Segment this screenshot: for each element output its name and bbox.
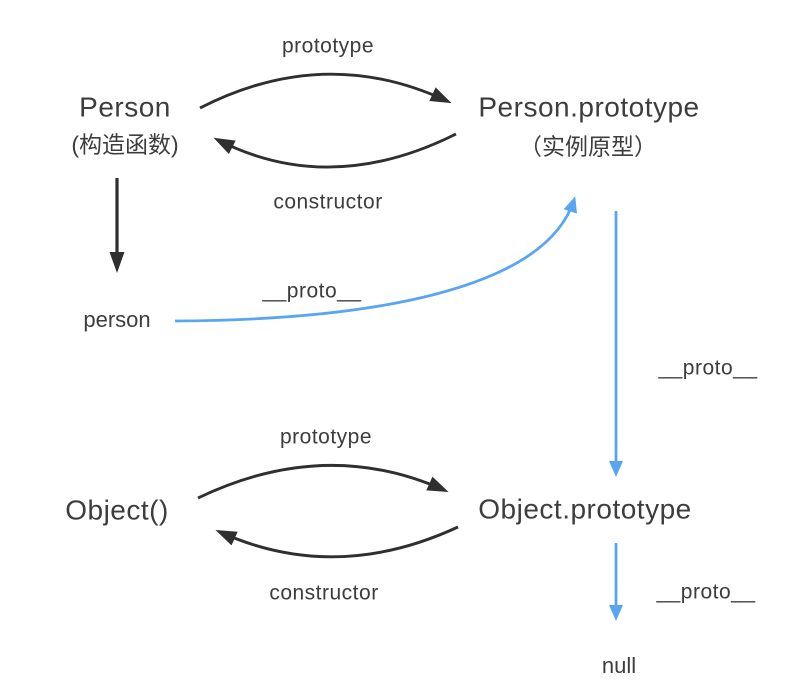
edge-label-object-constructor: constructor: [269, 581, 379, 605]
prototype-arrow-object: [197, 463, 449, 500]
constructor-arrow-object: [215, 525, 459, 559]
node-person-instance: person: [83, 306, 151, 332]
edge-label-personproto-proto: __proto__: [658, 356, 758, 380]
node-object-constructor: Object(): [65, 494, 169, 526]
edge-label-person-prototype: prototype: [281, 34, 375, 58]
constructor-arrow-person: [213, 132, 457, 169]
node-person-constructor-sublabel: (构造函数): [71, 131, 179, 158]
node-person-prototype-sublabel: （实例原型）: [519, 133, 657, 160]
node-person-prototype: Person.prototype: [478, 91, 700, 123]
proto-arrow-person-to-prototype: [174, 196, 577, 323]
node-null: null: [601, 652, 637, 678]
node-person-constructor: Person: [79, 91, 171, 123]
edge-label-object-prototype: prototype: [279, 425, 373, 449]
edge-label-objectproto-proto: __proto__: [656, 580, 756, 604]
edge-label-person-proto: __proto__: [262, 279, 362, 303]
node-object-prototype: Object.prototype: [478, 493, 692, 525]
edge-label-person-constructor: constructor: [273, 190, 383, 214]
prototype-arrow-person: [199, 72, 452, 110]
